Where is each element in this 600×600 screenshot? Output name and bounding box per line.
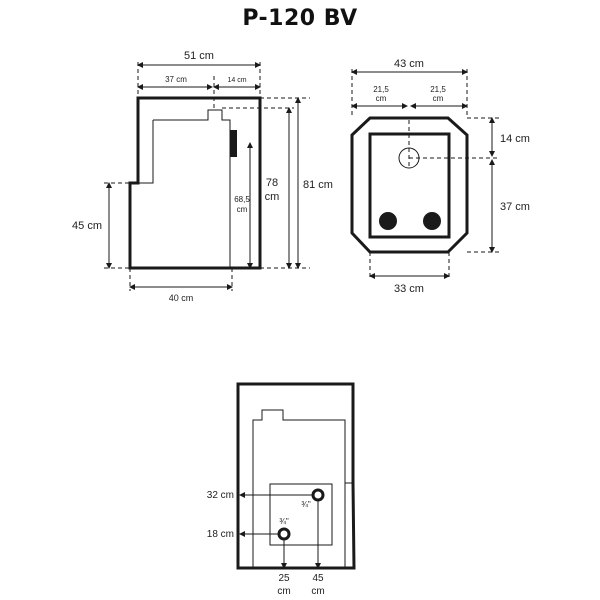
dim-label-81: 81 cm bbox=[303, 179, 333, 191]
dim-label-18: 18 cm bbox=[207, 529, 234, 540]
dim-label-21-5-left-value: 21,5 bbox=[373, 85, 389, 94]
pipe-lower bbox=[277, 527, 291, 541]
pipe-connection-left bbox=[379, 212, 397, 230]
dim-label-21-5-right-unit: cm bbox=[433, 94, 444, 103]
dim-label-51: 51 cm bbox=[184, 50, 214, 62]
top-view: 43 cm 21,5 cm 21,5 cm 14 cm 37 cm 33 cm bbox=[350, 58, 530, 295]
rear-view: ¾" ¾" 32 cm 18 cm 25 cm 45 cm bbox=[207, 382, 356, 597]
dim-label-45-rear-unit: cm bbox=[311, 586, 324, 597]
dim-label-21-5-right-value: 21,5 bbox=[430, 85, 446, 94]
top-view-outline bbox=[350, 116, 469, 254]
dim-label-14-top: 14 cm bbox=[500, 133, 530, 145]
rear-view-connection-panel bbox=[269, 483, 333, 546]
dim-label-78-value: 78 bbox=[266, 177, 278, 189]
rear-view-outline bbox=[236, 382, 356, 570]
dim-label-33: 33 cm bbox=[394, 283, 424, 295]
dim-label-21-5-left-unit: cm bbox=[376, 94, 387, 103]
dim-label-68-5-unit: cm bbox=[237, 205, 248, 214]
dim-label-25-unit: cm bbox=[277, 586, 290, 597]
dim-label-14: 14 cm bbox=[227, 77, 246, 84]
dim-label-40: 40 cm bbox=[169, 293, 194, 303]
rear-view-inner-profile bbox=[252, 409, 354, 568]
side-view: 51 cm 37 cm 14 cm 68,5 cm 78 cm 81 cm 45… bbox=[72, 50, 333, 303]
dim-label-78-unit: cm bbox=[265, 191, 280, 203]
dim-label-68-5-value: 68,5 bbox=[234, 195, 250, 204]
dim-label-45: 45 cm bbox=[72, 220, 102, 232]
pipe-connection-right bbox=[423, 212, 441, 230]
pipe-upper-size: ¾" bbox=[301, 500, 311, 509]
dim-label-32: 32 cm bbox=[207, 490, 234, 501]
dim-label-45-rear-value: 45 bbox=[312, 573, 324, 584]
side-view-inner-profile bbox=[138, 109, 231, 268]
dim-label-37: 37 cm bbox=[165, 75, 187, 84]
dim-label-25-value: 25 bbox=[278, 573, 290, 584]
side-view-door-handle bbox=[230, 130, 237, 157]
pipe-lower-size: ¾" bbox=[279, 517, 289, 526]
page-title: P-120 BV bbox=[242, 6, 358, 31]
pipe-upper bbox=[311, 488, 325, 502]
dim-label-43: 43 cm bbox=[394, 58, 424, 70]
dim-label-37-top: 37 cm bbox=[500, 201, 530, 213]
